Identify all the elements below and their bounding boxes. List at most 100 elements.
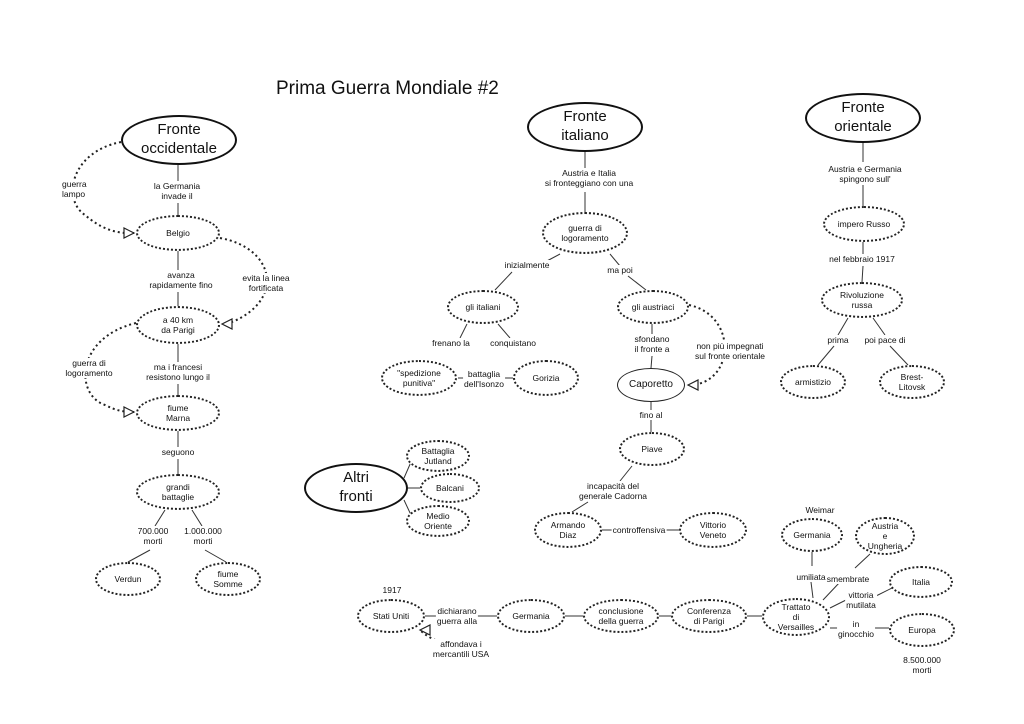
austria-ungheria-node: Austria e Ungheria <box>855 517 915 555</box>
logoramento-label: guerra di logoramento <box>64 358 114 379</box>
connector-line <box>403 461 412 479</box>
dotted-connector <box>71 141 135 235</box>
seguono-label: seguono <box>160 447 196 458</box>
morti-europa-label: 8.500.000 morti <box>903 655 941 675</box>
isonzo-label: battaglia dell'Isonzo <box>463 369 505 390</box>
germania-weimar-node: Germania <box>781 518 843 552</box>
connector-line <box>875 587 893 597</box>
logoramento-it-node: guerra di logoramento <box>542 212 628 254</box>
smembrate-label: smembrate <box>825 574 871 585</box>
arrowhead <box>123 227 136 239</box>
altri-fronti-header: Altri fronti <box>304 463 408 513</box>
spingono-label: Austria e Germania spingono sull' <box>827 164 903 185</box>
sfondano-label: sfondano il fronte a <box>633 334 671 355</box>
cadorna-label: incapacità del generale Cadorna <box>577 481 649 502</box>
impero-russo-node: impero Russo <box>823 206 905 242</box>
conquistano-label: conquistano <box>489 338 537 349</box>
balcani-node: Balcani <box>420 473 480 503</box>
marna-node: fiume Marna <box>136 395 220 431</box>
armistizio-node: armistizio <box>780 365 846 399</box>
battaglie-node: grandi battaglie <box>136 474 220 510</box>
versailles-node: Trattato di Versailles <box>762 598 830 636</box>
pace-label: poi pace di <box>863 335 907 346</box>
fronte-orientale-header: Fronte orientale <box>805 93 921 143</box>
dotted-connector <box>688 304 726 385</box>
connector-line <box>650 355 653 369</box>
connector-line <box>810 581 814 599</box>
connector-line <box>459 323 468 339</box>
weimar-label: Weimar <box>805 505 835 515</box>
connector-line <box>627 275 647 291</box>
vittoria-label: vittoria mutilata <box>845 590 877 611</box>
connector-line <box>817 345 835 366</box>
frenano-label: frenano la <box>431 338 471 349</box>
umiliata-label: umiliata <box>795 572 827 583</box>
fino-al-label: fino al <box>638 410 664 421</box>
connector-line <box>204 549 227 563</box>
conclusione-node: conclusione della guerra <box>583 599 659 633</box>
connector-line <box>854 553 871 569</box>
connector-line <box>861 265 864 283</box>
veneto-node: Vittorio Veneto <box>679 512 747 548</box>
connector-line <box>619 465 633 482</box>
connector-line <box>609 253 621 267</box>
arrowhead <box>686 379 699 391</box>
medio-oriente-node: Medio Oriente <box>406 505 470 537</box>
rivoluzione-node: Rivoluzione russa <box>821 282 903 318</box>
connector-line <box>571 501 589 513</box>
arrowhead <box>220 318 233 330</box>
non-piu-label: non più impegnati sul fronte orientale <box>694 341 766 362</box>
germania-node: Germania <box>497 599 565 633</box>
italia-node: Italia <box>889 566 953 598</box>
jutland-node: Battaglia Jutland <box>406 440 470 472</box>
francesi-label: ma i francesi resistono lungo il <box>145 362 211 383</box>
evita-label: evita la linea fortificata <box>241 273 291 294</box>
connector-line <box>822 581 841 601</box>
connector-line <box>127 549 151 563</box>
austriaci-node: gli austriaci <box>617 290 689 324</box>
controffensiva-label: controffensiva <box>611 525 667 536</box>
somme-node: fiume Somme <box>195 562 261 596</box>
invade-label: la Germania invade il <box>152 181 202 202</box>
piave-node: Piave <box>619 432 685 466</box>
belgio-node: Belgio <box>136 215 220 251</box>
page-title: Prima Guerra Mondiale #2 <box>276 78 499 99</box>
fronte-italiano-header: Fronte italiano <box>527 102 643 152</box>
inizialmente-label: inizialmente <box>503 260 551 271</box>
arrowhead <box>123 406 136 418</box>
anno-1917-label: 1917 <box>382 585 402 595</box>
diaz-node: Armando Diaz <box>534 512 602 548</box>
brest-node: Brest- Litovsk <box>879 365 945 399</box>
europa-node: Europa <box>889 613 955 647</box>
caporetto-node: Caporetto <box>617 368 685 402</box>
conferenza-node: Conferenza di Parigi <box>671 599 747 633</box>
connector-line <box>191 509 203 527</box>
connector-line <box>889 345 909 366</box>
connector-line <box>154 509 166 527</box>
ginocchio-label: in ginocchio <box>837 619 875 640</box>
connector-line <box>872 317 886 336</box>
affondava-label: affondava i mercantili USA <box>431 639 491 660</box>
italiani-node: gli italiani <box>447 290 519 324</box>
fronte-occidentale-header: Fronte occidentale <box>121 115 237 165</box>
ma-poi-label: ma poi <box>606 265 634 276</box>
spedizione-node: "spedizione punitiva" <box>381 360 457 396</box>
morti-700k-label: 700.000 morti <box>136 526 170 547</box>
fronteggiano-label: Austria e Italia si fronteggiano con una <box>543 168 635 189</box>
prima-label: prima <box>826 335 850 346</box>
dichiarano-label: dichiarano guerra alla <box>435 606 479 627</box>
stati-uniti-node: Stati Uniti <box>357 599 425 633</box>
connector-line <box>494 271 513 291</box>
guerra-lampo-label: guerra lampo <box>61 179 88 200</box>
parigi-node: a 40 km da Parigi <box>136 306 220 344</box>
morti-1m-label: 1.000.000 morti <box>183 526 223 547</box>
avanza-label: avanza rapidamente fino <box>148 270 214 291</box>
connector-line <box>837 317 849 336</box>
verdun-node: Verdun <box>95 562 161 596</box>
dotted-connector <box>84 322 137 413</box>
gorizia-node: Gorizia <box>513 360 579 396</box>
febbraio-label: nel febbraio 1917 <box>828 254 896 265</box>
arrowhead <box>418 624 431 636</box>
connector-line <box>497 323 511 339</box>
